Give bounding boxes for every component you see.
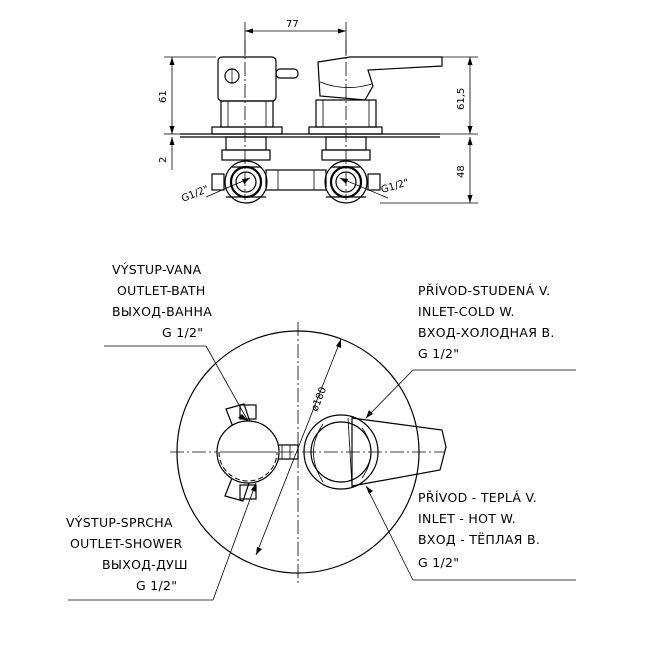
side-elevation-view: 77 <box>158 19 478 205</box>
label-outlet-shower: VÝSTUP-SPRCHA OUTLET-SHOWER ВЫХОД-ДУШ G … <box>66 515 188 593</box>
label-outlet-shower-cz: VÝSTUP-SPRCHA <box>66 515 173 530</box>
label-outlet-shower-en: OUTLET-SHOWER <box>70 536 183 551</box>
diverter-knob <box>216 403 280 502</box>
label-inlet-hot-cz: PŘÍVOD - TEPLÁ V. <box>418 490 537 505</box>
dimension-width: 77 <box>286 19 299 30</box>
dimension-diameter: ø180 <box>310 386 330 414</box>
thread-label-left: G1/2" <box>180 184 211 205</box>
dimension-height-right: 61,5 <box>456 88 467 110</box>
label-outlet-bath-thread: G 1/2" <box>162 325 203 340</box>
label-inlet-hot-ru: ВХОД - ТЁПЛАЯ В. <box>418 532 540 547</box>
label-inlet-cold-en: INLET-COLD W. <box>418 304 515 319</box>
label-outlet-shower-thread: G 1/2" <box>136 578 177 593</box>
label-outlet-bath-ru: ВЫХОД-ВАННА <box>112 304 212 319</box>
dimension-pipe-depth: 48 <box>456 165 467 178</box>
label-outlet-bath: VÝSTUP-VANA OUTLET-BATH ВЫХОД-ВАННА G 1/… <box>112 262 212 340</box>
dimension-wall-gap: 2 <box>158 157 169 163</box>
label-outlet-bath-en: OUTLET-BATH <box>117 283 206 298</box>
mixer-handle <box>303 414 447 490</box>
label-outlet-bath-cz: VÝSTUP-VANA <box>112 262 202 277</box>
label-inlet-hot: PŘÍVOD - TEPLÁ V. INLET - HOT W. ВХОД - … <box>418 490 540 570</box>
label-outlet-shower-ru: ВЫХОД-ДУШ <box>102 557 188 572</box>
label-inlet-cold-thread: G 1/2" <box>418 346 459 361</box>
label-inlet-cold-cz: PŘÍVOD-STUDENÁ V. <box>418 283 550 298</box>
thread-label-right: G1/2" <box>380 177 410 195</box>
label-inlet-cold: PŘÍVOD-STUDENÁ V. INLET-COLD W. ВХОД-ХОЛ… <box>418 283 555 361</box>
label-inlet-hot-thread: G 1/2" <box>418 555 459 570</box>
dimension-height-left: 61 <box>158 90 169 103</box>
label-inlet-hot-en: INLET - HOT W. <box>418 511 516 526</box>
label-inlet-cold-ru: ВХОД-ХОЛОДНАЯ В. <box>418 325 555 340</box>
